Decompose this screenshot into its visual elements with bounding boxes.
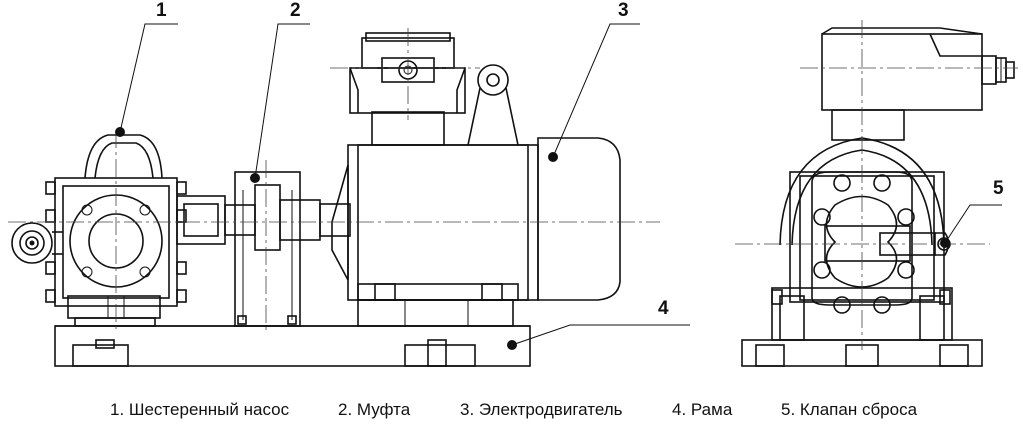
legend-item-frame: 4. Рама	[672, 400, 733, 419]
callout-number-4: 4	[658, 298, 669, 319]
legend-item-relief-valve: 5. Клапан сброса	[781, 400, 918, 419]
frame-side	[54, 325, 531, 367]
legend-item-coupling: 2. Муфта	[338, 400, 411, 419]
gear-pump-side	[11, 134, 226, 327]
callout-number-2: 2	[290, 0, 301, 21]
coupling-side	[224, 171, 351, 327]
callout-number-1: 1	[156, 0, 167, 21]
callout-number-5: 5	[993, 178, 1004, 199]
legend-item-motor: 3. Электродвигатель	[460, 400, 623, 419]
leader-lines	[115, 23, 1002, 350]
callout-number-3: 3	[618, 0, 629, 21]
legend-item-pump: 1. Шестеренный насос	[110, 400, 290, 419]
electric-motor-side	[331, 32, 621, 327]
end-view	[735, 20, 1018, 367]
side-view	[8, 28, 660, 367]
